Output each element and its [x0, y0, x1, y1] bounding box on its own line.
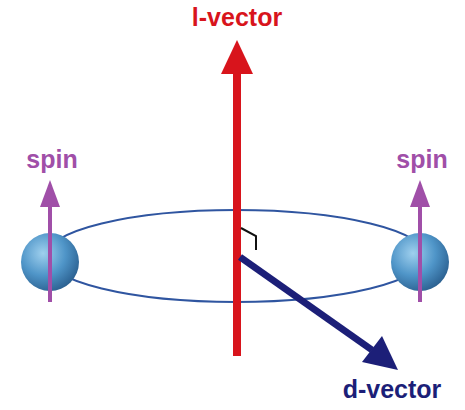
- l-vector-shaft: [233, 72, 241, 356]
- spin-arrow-head: [410, 180, 430, 207]
- spin-arrow-shaft: [418, 205, 422, 302]
- d-vector-head: [362, 336, 398, 370]
- spin-label: spin: [396, 146, 447, 174]
- vector-label: l-vector: [192, 4, 282, 32]
- right-angle-mark: [241, 228, 256, 250]
- spin-arrow-shaft: [48, 205, 52, 302]
- spin-arrow-head: [40, 180, 60, 207]
- d-vector-shaft: [240, 257, 372, 350]
- vector-label: d-vector: [343, 376, 442, 404]
- l-vector-head: [221, 40, 253, 74]
- spin-label: spin: [26, 146, 77, 174]
